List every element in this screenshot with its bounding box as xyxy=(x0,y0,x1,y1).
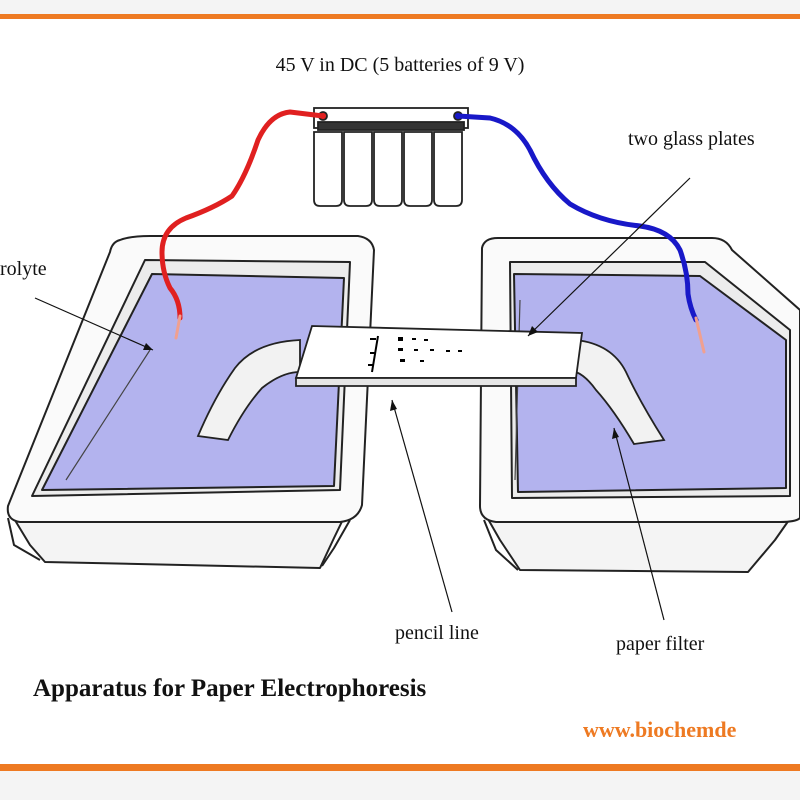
right-tray-step xyxy=(483,519,519,571)
diagram-title: Apparatus for Paper Electrophoresis xyxy=(33,675,427,702)
pointer-lines xyxy=(34,177,691,621)
glass-plates xyxy=(294,325,584,387)
battery-pack xyxy=(313,107,469,207)
battery-cell-1 xyxy=(313,131,343,207)
electrolyte-label: rolyte xyxy=(0,258,47,280)
left-tray-inner-edge xyxy=(65,349,151,481)
right-tray-inner-edge xyxy=(514,299,521,481)
paper-filter-pointer xyxy=(613,427,665,621)
glass-plates-pointer xyxy=(527,177,691,337)
glass-plates-label: two glass plates xyxy=(628,128,755,150)
power-supply-label: 45 V in DC (5 batteries of 9 V) xyxy=(275,54,525,76)
negative-electrode xyxy=(694,316,706,354)
electrolyte-pointer xyxy=(34,297,154,351)
positive-wire xyxy=(159,109,326,321)
pencil-line-arrowhead xyxy=(390,400,397,411)
battery-cell-4 xyxy=(403,131,433,207)
left-tray xyxy=(6,235,375,569)
glass-plates-arrowhead xyxy=(528,326,538,336)
left-paper-strip xyxy=(196,339,301,441)
sample-spots xyxy=(368,337,462,366)
right-electrolyte xyxy=(513,273,787,493)
left-tray-step xyxy=(7,517,41,561)
battery-terminal-strip xyxy=(317,121,465,131)
pencil-line-label: pencil line xyxy=(395,622,479,644)
left-electrolyte xyxy=(41,273,345,491)
paper-filter-arrowhead xyxy=(612,428,619,439)
battery-cell-2 xyxy=(343,131,373,207)
positive-electrode xyxy=(174,314,182,340)
left-tray-step-right xyxy=(321,519,351,567)
pencil-line-pointer xyxy=(391,399,453,613)
frame-bottom-border xyxy=(0,764,800,771)
frame-top-border xyxy=(0,14,800,19)
negative-wire xyxy=(455,113,699,323)
website-watermark: www.biochemde xyxy=(583,717,737,742)
paper-filter-label: paper filter xyxy=(616,633,705,655)
electrolyte-arrowhead xyxy=(143,343,153,350)
glass-plate-top xyxy=(294,325,584,379)
battery-cell-5 xyxy=(433,131,463,207)
right-tray xyxy=(479,237,800,573)
glass-plate-bottom xyxy=(295,377,577,387)
battery-cells xyxy=(313,131,463,207)
right-paper-strip xyxy=(575,338,666,445)
paper-filter xyxy=(196,338,666,445)
battery-cell-3 xyxy=(373,131,403,207)
